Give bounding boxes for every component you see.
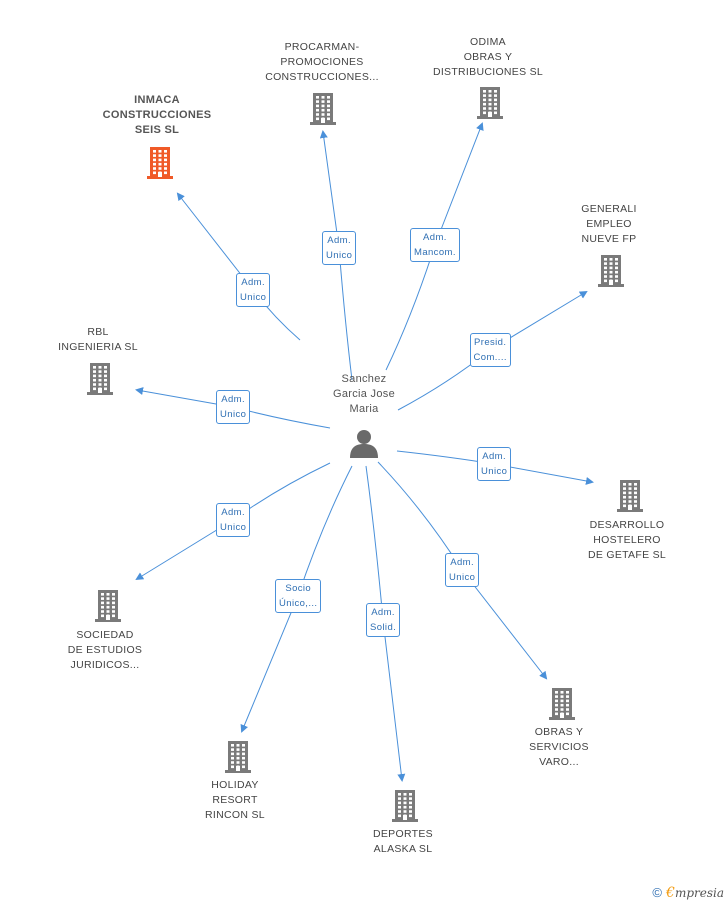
- node-label-odima-line: OBRAS Y: [463, 50, 513, 63]
- node-label-desarrollo-line: DE GETAFE SL: [587, 548, 667, 561]
- edge-label-obras[interactable]: Adm. Unico: [445, 553, 480, 587]
- node-rbl[interactable]: [85, 361, 115, 400]
- node-label-procarman[interactable]: PROCARMAN- PROMOCIONES CONSTRUCCIONES...: [247, 40, 397, 85]
- edge-label-odima[interactable]: Adm. Mancom.: [410, 228, 460, 262]
- node-label-rbl-line: INGENIERIA SL: [58, 341, 138, 353]
- edge-label-deportes-line: Solid.: [370, 622, 397, 633]
- edge-label-obras-line: Unico: [449, 572, 476, 583]
- node-label-rbl-line: RBL: [87, 326, 109, 338]
- edge-label-procarman[interactable]: Adm. Unico: [322, 231, 357, 265]
- building-icon: [617, 480, 643, 512]
- node-sociedad[interactable]: [93, 588, 123, 627]
- node-label-inmaca[interactable]: INMACA CONSTRUCCIONES SEIS SL: [82, 93, 232, 138]
- building-icon: [392, 790, 418, 822]
- edge-label-procarman-line: Unico: [326, 250, 353, 261]
- building-icon: [549, 688, 575, 720]
- building-icon: [598, 255, 624, 287]
- building-icon: [87, 363, 113, 395]
- edge-label-inmaca[interactable]: Adm. Unico: [236, 273, 271, 307]
- node-label-sociedad[interactable]: SOCIEDAD DE ESTUDIOS JURIDICOS...: [30, 628, 180, 673]
- node-label-desarrollo-line: HOSTELERO: [593, 533, 661, 546]
- node-label-procarman-line: PROMOCIONES: [280, 55, 364, 68]
- edge-label-generali[interactable]: Presid. Com....: [469, 333, 511, 367]
- node-label-holiday-line: HOLIDAY: [211, 778, 259, 791]
- edge-label-inmaca-line: Unico: [240, 292, 267, 303]
- node-obras[interactable]: [547, 686, 577, 725]
- building-icon: [225, 741, 251, 773]
- node-label-generali-line: NUEVE FP: [581, 232, 637, 245]
- edge-label-holiday-line: Socio: [285, 583, 312, 594]
- node-label-deportes-line: ALASKA SL: [373, 843, 433, 855]
- copyright: ©€mpresia: [652, 885, 724, 901]
- node-label-odima[interactable]: ODIMA OBRAS Y DISTRIBUCIONES SL: [413, 35, 563, 80]
- edge-label-sociedad-line: Unico: [220, 522, 247, 533]
- edge-inmaca: [176, 192, 301, 341]
- node-label-inmaca-line: SEIS SL: [134, 123, 180, 136]
- edge-label-desarrollo[interactable]: Adm. Unico: [477, 447, 512, 481]
- center-person-name-line: Maria: [349, 402, 379, 415]
- node-label-generali[interactable]: GENERALI EMPLEO NUEVE FP: [534, 202, 684, 247]
- building-icon: [95, 590, 121, 622]
- brand-logo-initial: €: [666, 885, 675, 901]
- node-label-rbl[interactable]: RBL INGENIERIA SL: [23, 325, 173, 355]
- edge-label-rbl[interactable]: Adm. Unico: [216, 390, 251, 424]
- edge-label-deportes[interactable]: Adm. Solid.: [366, 603, 401, 637]
- node-generali[interactable]: [596, 253, 626, 292]
- node-desarrollo[interactable]: [615, 478, 645, 517]
- node-label-desarrollo-line: DESARROLLO: [589, 518, 665, 531]
- node-label-inmaca-line: CONSTRUCCIONES: [102, 108, 212, 121]
- node-label-sociedad-line: JURIDICOS...: [70, 658, 140, 671]
- edge-label-odima-line: Mancom.: [414, 247, 456, 258]
- center-person-name-line: Garcia Jose: [333, 387, 395, 400]
- copyright-symbol: ©: [652, 885, 663, 900]
- edge-label-holiday-line: Único,...: [279, 598, 318, 609]
- edge-label-rbl-line: Adm.: [221, 394, 246, 405]
- building-icon: [147, 147, 173, 179]
- node-procarman[interactable]: [308, 91, 338, 130]
- node-label-obras-line: VARO...: [539, 755, 579, 768]
- node-label-deportes-line: DEPORTES: [373, 828, 433, 840]
- brand-name: mpresia: [674, 886, 724, 900]
- node-label-sociedad-line: SOCIEDAD: [76, 628, 134, 641]
- node-label-odima-line: ODIMA: [470, 35, 506, 48]
- edge-label-generali-line: Presid.: [474, 337, 507, 348]
- node-label-inmaca-line: INMACA: [134, 93, 180, 106]
- node-label-obras-line: SERVICIOS: [529, 740, 589, 753]
- edge-label-rbl-line: Unico: [220, 409, 247, 420]
- node-label-holiday-line: RINCON SL: [205, 808, 265, 821]
- node-inmaca[interactable]: [145, 145, 175, 184]
- node-holiday[interactable]: [223, 739, 253, 778]
- person-icon: [350, 430, 378, 458]
- edge-label-odima-line: Adm.: [423, 232, 447, 243]
- node-label-procarman-line: PROCARMAN-: [284, 40, 360, 53]
- edge-label-desarrollo-line: Adm.: [482, 451, 507, 462]
- edge-label-inmaca-line: Adm.: [241, 277, 266, 288]
- node-deportes[interactable]: [390, 788, 420, 827]
- edge-label-desarrollo-line: Unico: [481, 466, 508, 477]
- center-person-name-line: Sanchez: [341, 372, 387, 385]
- node-label-sociedad-line: DE ESTUDIOS: [67, 643, 143, 656]
- center-person[interactable]: [349, 428, 379, 463]
- edge-label-sociedad-line: Adm.: [221, 507, 246, 518]
- edge-label-generali-line: Com....: [473, 352, 507, 363]
- node-label-odima-line: DISTRIBUCIONES SL: [432, 65, 544, 78]
- edge-label-obras-line: Adm.: [450, 557, 475, 568]
- node-label-obras[interactable]: OBRAS Y SERVICIOS VARO...: [484, 725, 634, 770]
- node-label-desarrollo[interactable]: DESARROLLO HOSTELERO DE GETAFE SL: [552, 518, 702, 563]
- node-label-holiday-line: RESORT: [212, 793, 258, 806]
- node-odima[interactable]: [475, 85, 505, 124]
- node-label-deportes[interactable]: DEPORTES ALASKA SL: [328, 827, 478, 857]
- node-label-procarman-line: CONSTRUCCIONES...: [265, 70, 379, 83]
- building-icon: [310, 93, 336, 125]
- edge-label-procarman-line: Adm.: [327, 235, 352, 246]
- node-label-holiday[interactable]: HOLIDAY RESORT RINCON SL: [160, 778, 310, 823]
- edge-label-sociedad[interactable]: Adm. Unico: [216, 503, 251, 537]
- node-label-obras-line: OBRAS Y: [534, 725, 584, 738]
- building-icon: [477, 87, 503, 119]
- node-label-generali-line: EMPLEO: [586, 217, 632, 230]
- node-label-generali-line: GENERALI: [581, 202, 637, 215]
- edge-label-deportes-line: Adm.: [371, 607, 395, 618]
